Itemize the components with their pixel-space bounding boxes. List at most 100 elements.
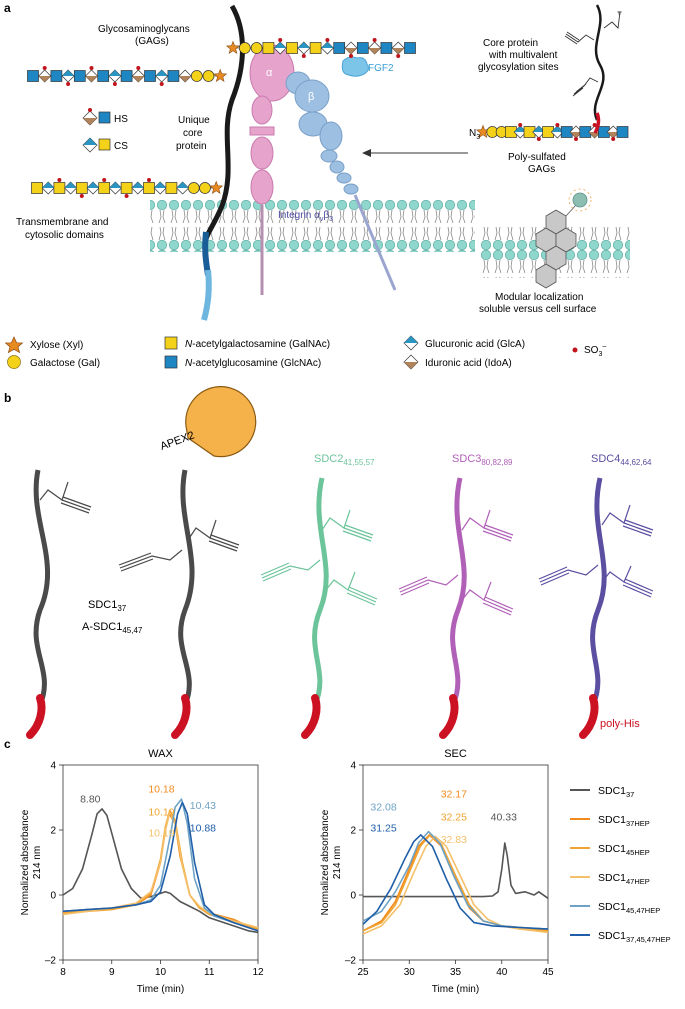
peak-annotation: 10.88 [190, 823, 216, 835]
sulfate-dot-icon [124, 194, 129, 198]
glca-diamond-icon [61, 69, 75, 83]
sdc2-label: SDC241,55,57 [314, 453, 375, 467]
peak-annotation: 32.83 [441, 834, 467, 846]
x-tick-label: 45 [542, 967, 554, 978]
right-core-label-line3: glycosylation sites [478, 62, 559, 73]
peak-annotation: 32.08 [370, 802, 396, 814]
peak-annotation: 10.43 [190, 800, 216, 812]
galnac-square-icon [120, 182, 133, 194]
polyhis-label: poly-His [600, 718, 640, 730]
galnac-square-icon [143, 182, 155, 194]
galnac-square-icon [286, 42, 298, 54]
idoa-diamond-icon [368, 41, 382, 55]
glcnac-square-icon [97, 70, 110, 82]
sulfate-dot-icon [518, 123, 523, 127]
x-tick-label: 30 [404, 967, 416, 978]
glcnac-square-icon [27, 70, 39, 82]
glca-label: Glucuronic acid (GlcA) [425, 339, 525, 350]
series-line [362, 834, 549, 930]
fgf2-label: FGF2 [368, 63, 394, 74]
glca-diamond-icon [108, 181, 122, 195]
y-tick-label: 2 [350, 826, 356, 837]
construct-sdc3 [398, 477, 514, 739]
sulfate-dot-icon [147, 178, 151, 182]
series-line [362, 835, 549, 935]
peak-annotation: 32.17 [441, 789, 467, 801]
glcnac-square-icon [164, 355, 178, 369]
sdc3-label: SDC380,82,89 [452, 453, 513, 467]
asdc1-label: A-SDC145,47 [82, 621, 143, 635]
idoa-diamond-icon [131, 69, 145, 83]
right-alkynes [564, 11, 622, 97]
membrane-label-line1: Transmembrane and [16, 217, 108, 228]
galactose-label: Galactose (Gal) [30, 358, 100, 369]
sulfate-dot-icon [611, 137, 616, 141]
sulfate-dot-icon [301, 54, 306, 58]
sulfate-dot-icon [278, 38, 283, 42]
legend-label: SDC147HEP [598, 872, 650, 886]
sulfate-dot-icon [136, 66, 141, 70]
y-tick-label: 2 [50, 826, 56, 837]
integrin-alpha-symbol: α [266, 67, 273, 79]
galnac-square-icon [309, 42, 322, 54]
chart-legend: SDC137SDC137HEPSDC145HEPSDC147HEPSDC145,… [570, 785, 671, 944]
peak-annotation: 10.19 [148, 828, 174, 840]
transmembrane-domain [202, 231, 211, 276]
peak-annotation: 10.19 [148, 806, 174, 818]
x-axis-label: Time (min) [137, 984, 184, 995]
right-core-protein [593, 4, 605, 121]
glca-diamond-icon [41, 181, 55, 195]
arrow-head [362, 149, 371, 157]
x-tick-label: 40 [496, 967, 508, 978]
galactose-circle-icon [202, 70, 215, 82]
gag-chains [27, 38, 629, 198]
sulfate-dot-icon [372, 38, 377, 42]
sulfate-dot-icon [112, 82, 117, 86]
idoa-diamond-icon [178, 69, 192, 83]
construct-sdc1 [26, 469, 92, 739]
glca-diamond-icon [320, 41, 334, 55]
galnac-square-icon [53, 182, 66, 194]
sdc4-label: SDC444,62,64 [591, 453, 652, 467]
series-line [62, 801, 259, 932]
glcnac-square-icon [380, 42, 393, 54]
sulfate-dot-icon [66, 82, 71, 86]
y-tick-label: 0 [350, 891, 356, 902]
y-tick-label: 0 [50, 891, 56, 902]
glcnac-square-icon [120, 70, 133, 82]
x-tick-label: 35 [450, 967, 462, 978]
legend-sugars: Xylose (Xyl) Galactose (Gal) N-acetylgal… [4, 335, 606, 370]
core-label-line3: protein [176, 141, 207, 152]
gags-label-line2: (GAGs) [135, 36, 169, 47]
cell-membrane [150, 200, 475, 252]
x-axis-label: Time (min) [432, 984, 479, 995]
glca-diamond-icon [297, 41, 311, 55]
polysulfated-label-line1: Poly-sulfated [508, 152, 566, 163]
galnac-square-icon [98, 182, 111, 194]
y-tick-label: 4 [350, 761, 356, 772]
panel-a-letter: a [4, 1, 11, 15]
cs-key [82, 137, 111, 153]
sulfate-dot-icon [159, 82, 164, 86]
idoa-diamond-icon [344, 41, 358, 55]
cs-label: CS [114, 141, 128, 152]
x-tick-label: 25 [357, 967, 369, 978]
gags-label-line1: Glycosaminoglycans [98, 24, 190, 35]
x-tick-label: 12 [252, 967, 264, 978]
xylose-label: Xylose (Xyl) [30, 340, 83, 351]
galactose-circle-icon [199, 182, 211, 194]
panel-b-letter: b [4, 391, 11, 405]
peak-annotation: 40.33 [491, 811, 517, 823]
sulfate-dot-icon [57, 178, 62, 182]
glca-diamond-icon [176, 181, 190, 195]
glca-diamond-icon [153, 181, 167, 195]
modular-label-line2: soluble versus cell surface [479, 304, 597, 315]
xylose-star-icon [4, 336, 24, 354]
glca-diamond-icon [155, 69, 169, 83]
series-line [62, 809, 259, 930]
y-tick-label: –2 [345, 956, 357, 967]
idoa-diamond-icon [85, 69, 98, 83]
